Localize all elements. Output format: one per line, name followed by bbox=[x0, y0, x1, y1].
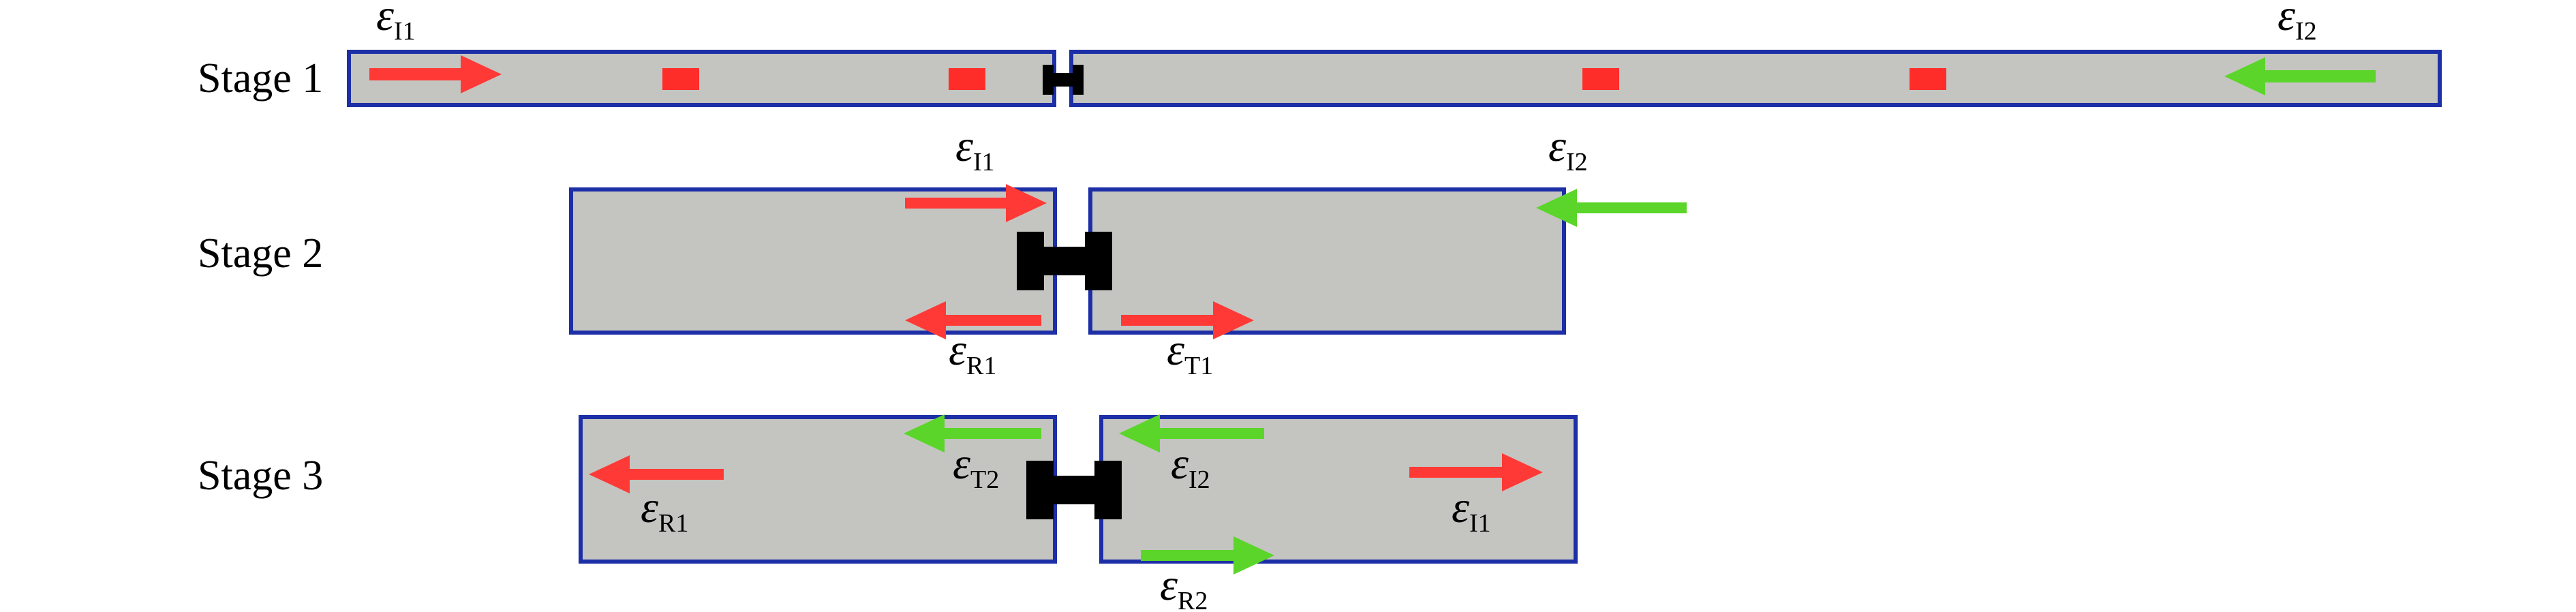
stage-3: Stage 3 εR1 εT2 εI2 εI1 εR2 bbox=[198, 414, 1578, 612]
stage-3-wave-i1-label: εI1 bbox=[1452, 483, 1491, 538]
stage-2-specimen bbox=[1017, 232, 1112, 290]
stage-1: Stage 1 εI1 εI2 bbox=[198, 0, 2442, 107]
stage-3-wave-t2-label: εT2 bbox=[953, 439, 999, 494]
stage-3-wave-i2-label: εI2 bbox=[1171, 439, 1210, 494]
stage-3-wave-r1-label: εR1 bbox=[641, 483, 688, 538]
stage-2-wave-t1-label: εT1 bbox=[1167, 325, 1213, 380]
stage-2-wave-i1-label: εI1 bbox=[955, 121, 995, 177]
stage-2-label: Stage 2 bbox=[198, 230, 323, 277]
stage-1-strain-gauge-2 bbox=[949, 68, 985, 90]
stage-3-bar-right bbox=[1099, 415, 1578, 564]
stage-2-bar-right bbox=[1088, 187, 1566, 335]
stage-1-strain-gauge-4 bbox=[1910, 68, 1946, 90]
stage-3-label: Stage 3 bbox=[198, 453, 323, 499]
stage-2-wave-i2-label: εI2 bbox=[1548, 121, 1588, 177]
stage-1-incident-bar-2 bbox=[1069, 50, 2442, 107]
stage-1-specimen bbox=[1043, 65, 1084, 95]
stage-2-bar-left bbox=[569, 187, 1057, 335]
stage-1-strain-gauge-1 bbox=[662, 68, 699, 90]
stage-1-label: Stage 1 bbox=[198, 55, 323, 102]
stage-3-bar-left bbox=[579, 415, 1057, 564]
stage-3-specimen bbox=[1026, 461, 1122, 519]
stage-1-wave-i2-label: εI2 bbox=[2278, 0, 2317, 46]
stage-2: Stage 2 εI1 εI2 εR1 εT1 bbox=[198, 121, 1687, 380]
stage-1-strain-gauge-3 bbox=[1582, 68, 1619, 90]
stage-1-wave-i1-label: εI1 bbox=[376, 0, 416, 46]
stage-3-wave-r2-label: εR2 bbox=[1160, 560, 1208, 612]
stage-2-wave-r1-label: εR1 bbox=[949, 325, 996, 380]
